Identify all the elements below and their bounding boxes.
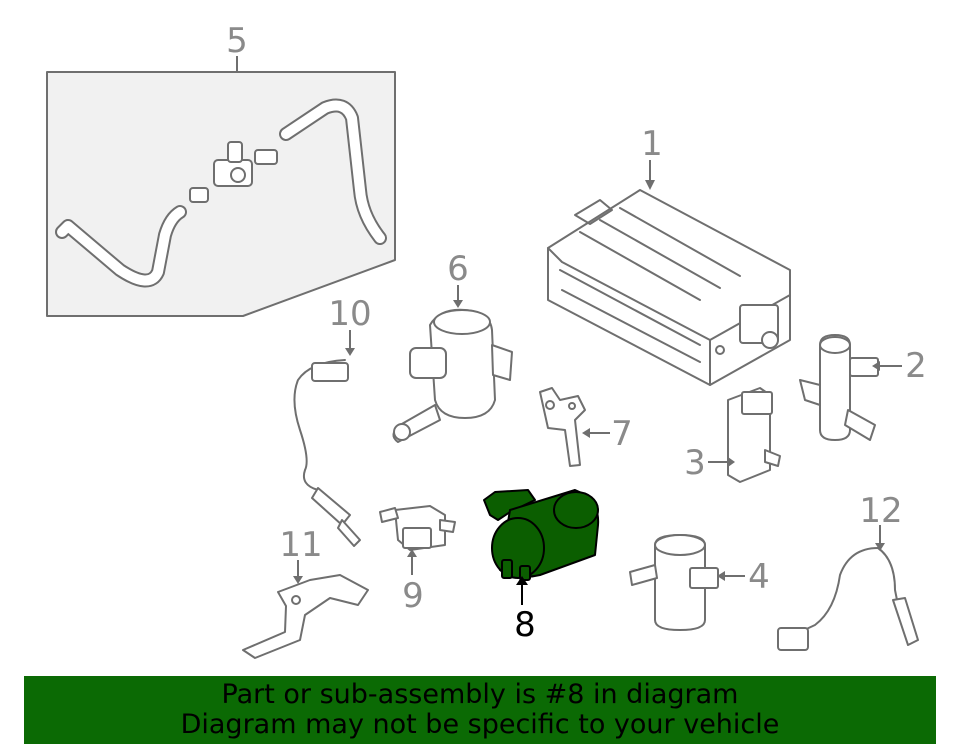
- part-9-solenoid[interactable]: [379, 505, 456, 575]
- banner-line-2: Diagram may not be specific to your vehi…: [180, 709, 780, 740]
- callout-8: 8: [514, 605, 536, 645]
- part-4-valve[interactable]: [629, 534, 745, 631]
- part-5-hose-assembly[interactable]: [46, 56, 396, 317]
- part-7-bracket[interactable]: [539, 387, 610, 467]
- part-12-oxygen-sensor[interactable]: [777, 525, 919, 651]
- callout-11: 11: [279, 525, 322, 565]
- part-10-oxygen-sensor[interactable]: [293, 330, 361, 547]
- callout-9: 9: [402, 576, 424, 616]
- callout-2: 2: [905, 346, 927, 386]
- callout-1: 1: [641, 124, 663, 164]
- callout-12: 12: [859, 491, 902, 531]
- part-1-canister[interactable]: [547, 160, 791, 386]
- callout-6: 6: [447, 249, 469, 289]
- part-8-highlighted[interactable]: [483, 489, 600, 605]
- part-3-sensor[interactable]: [708, 387, 781, 483]
- part-2-valve[interactable]: [799, 334, 902, 441]
- part-5-inset-box: [46, 71, 396, 317]
- callout-7: 7: [611, 414, 633, 454]
- part-6-vacuum-valve[interactable]: [392, 285, 513, 443]
- part-11-bracket[interactable]: [242, 560, 369, 659]
- callout-4: 4: [748, 557, 770, 597]
- callout-3: 3: [684, 443, 706, 483]
- info-banner: Part or sub-assembly is #8 in diagram Di…: [24, 676, 936, 744]
- callout-10: 10: [328, 294, 371, 334]
- banner-line-1: Part or sub-assembly is #8 in diagram: [221, 679, 739, 710]
- callout-5: 5: [226, 21, 248, 61]
